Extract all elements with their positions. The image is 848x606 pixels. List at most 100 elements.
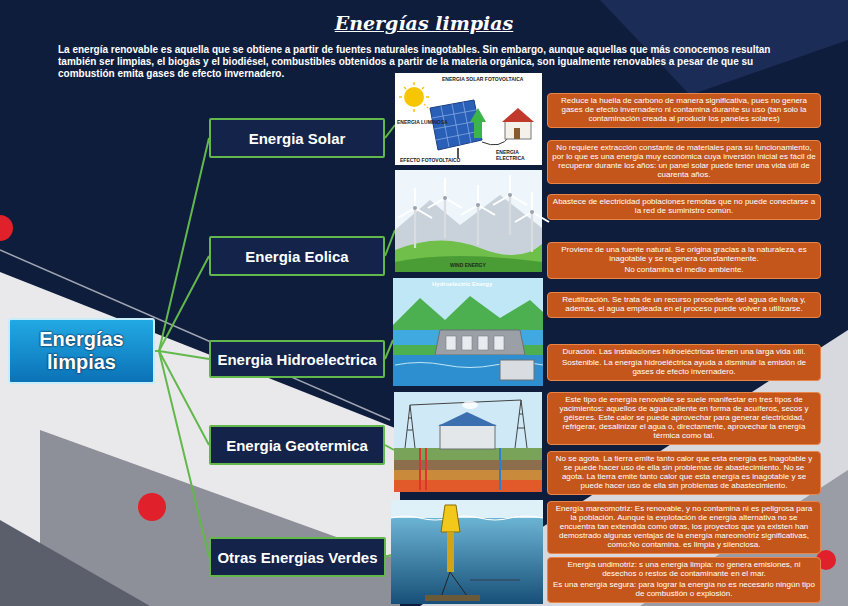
node-label: Otras Energias Verdes [217, 549, 377, 566]
wind-illustration-part [395, 170, 542, 272]
ocean-illustration [391, 500, 543, 604]
info-box: Reduce la huella de carbono de manera si… [547, 93, 821, 128]
solar-illustration-part-part [413, 82, 415, 85]
hydro-illustration [393, 278, 543, 386]
info-text: Energía undimotriz: s una energía limpia… [552, 561, 816, 579]
node-label: Energia Eolica [245, 248, 348, 265]
info-text: Abastece de electricidad poblaciones rem… [552, 198, 816, 216]
geothermal-illustration-part [440, 425, 495, 449]
solar-illustration-part [505, 121, 531, 139]
hydro-illustration-part [393, 296, 543, 386]
info-box: Energía mareomotriz: Es renovable, y no … [547, 501, 821, 554]
hydro-illustration-part-part [446, 336, 456, 350]
info-box: Duración. Las instalaciones hidroeléctri… [547, 344, 821, 381]
info-box: No se agota. La tierra emite tanto calor… [547, 451, 821, 495]
wind-illustration-part [515, 192, 549, 252]
solar-illustration-part-part [399, 96, 402, 98]
info-text: No se agota. La tierra emite tanto calor… [552, 455, 816, 491]
geothermal-illustration-part [394, 460, 542, 470]
illustration-label: ENERGIA LUMINOSA [397, 119, 457, 125]
wind-illustration [395, 170, 549, 272]
ocean-illustration-part [447, 532, 454, 572]
solar-illustration-part-part [422, 87, 424, 89]
solar-illustration-part-part [413, 109, 415, 112]
category-box: Energia Eolica [209, 236, 385, 276]
category-box: Otras Energias Verdes [209, 537, 386, 577]
info-text: Sostenible. La energía hidroeléctrica ay… [552, 359, 816, 377]
solar-illustration-part [502, 108, 534, 122]
category-leader-lines-part [385, 125, 395, 138]
background-shapes-part [0, 272, 400, 606]
geothermal-illustration-part [499, 448, 501, 490]
solar-illustration-part-part [426, 96, 429, 98]
ocean-illustration-part [391, 516, 543, 520]
illustration-label: WIND ENERGY [450, 262, 510, 268]
hydro-illustration-part-part [494, 336, 504, 350]
illustration-label: ENERGIA ELECTRICA [496, 149, 542, 161]
category-box: Energia Hidroelectrica [209, 340, 385, 378]
branch-connector [155, 351, 209, 445]
solar-illustration-part [514, 128, 520, 139]
illustration-label: EFECTO FOTOVOLTAICO [400, 157, 480, 163]
info-box: No requiere extracción constante de mate… [547, 140, 821, 184]
intro-paragraph: La energía renovable es aquella que se o… [58, 44, 798, 80]
info-text: Duración. Las instalaciones hidroeléctri… [552, 348, 816, 357]
ocean-illustration-part [470, 580, 520, 581]
background-shapes-part [0, 215, 13, 241]
solar-illustration [395, 73, 542, 165]
solar-illustration-part [404, 87, 424, 107]
solar-illustration-part [470, 108, 486, 138]
geothermal-illustration-part [438, 412, 497, 426]
category-leader-lines-part [385, 445, 394, 450]
geothermal-illustration-part [394, 470, 542, 480]
wind-illustration-part [398, 188, 432, 248]
info-text: Proviene de una fuente natural. Se origi… [552, 246, 816, 264]
category-leader-lines-part [385, 340, 393, 359]
node-label: Energia Geotermica [226, 437, 368, 454]
info-box: Proviene de una fuente natural. Se origi… [547, 242, 821, 279]
ocean-illustration-part [391, 500, 543, 604]
hydro-illustration-part [393, 355, 543, 386]
wind-illustration-part [493, 175, 527, 235]
poster-title: Energías limpias [0, 12, 848, 34]
info-box: Abastece de electricidad poblaciones rem… [547, 194, 821, 220]
geothermal-illustration-part [394, 448, 542, 460]
ocean-illustration-part [441, 505, 460, 532]
central-box: Energías limpias [8, 318, 155, 384]
geothermal-illustration-part [420, 448, 426, 490]
info-text: Este tipo de energía renovable se suele … [552, 396, 816, 441]
geothermal-illustration-part-part [405, 405, 415, 448]
solar-illustration-part [457, 148, 459, 158]
geothermal-illustration [394, 392, 542, 492]
ocean-illustration-part [425, 595, 480, 601]
branch-connector [155, 351, 209, 359]
info-box: Energía undimotriz: s una energía limpia… [547, 557, 821, 603]
background-shapes-part [0, 520, 150, 606]
hydro-illustration-part [393, 278, 543, 386]
geothermal-illustration-part [462, 401, 478, 409]
geothermal-illustration-part [394, 480, 542, 492]
category-box: Energia Geotermica [209, 425, 385, 465]
solar-illustration-part-part [404, 87, 406, 89]
solar-illustration-part-part [432, 110, 476, 118]
background-shapes-part [138, 493, 166, 521]
geothermal-illustration-part [405, 400, 527, 448]
hydro-illustration-part [446, 336, 504, 350]
info-text: No requiere extracción constante de mate… [552, 144, 816, 180]
node-label: Energías limpias [14, 328, 149, 374]
info-box: Reutilización. Se trata de un recurso pr… [547, 292, 821, 318]
branch-connector [155, 256, 209, 351]
info-box: Este tipo de energía renovable se suele … [547, 392, 821, 445]
wind-illustration-part [428, 178, 462, 238]
wind-illustration-part [395, 256, 542, 272]
info-text: No contamina el medio ambiente. [552, 266, 816, 275]
category-leader-lines-part [385, 230, 395, 256]
solar-illustration-part [395, 73, 542, 165]
info-text: Reduce la huella de carbono de manera si… [552, 97, 816, 124]
illustration-label: Hydroelectric Energy [432, 281, 522, 288]
illustration-label: ENERGIA SOLAR FOTOVOLTAICA [442, 76, 542, 82]
solar-illustration-part [399, 82, 429, 112]
